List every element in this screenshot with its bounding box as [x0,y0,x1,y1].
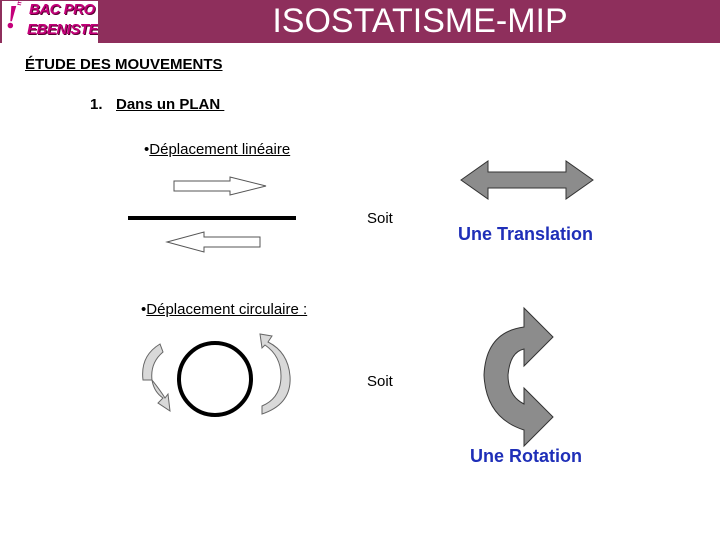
left-curved-arrow-icon [142,343,171,413]
double-arrow-icon [460,160,594,200]
logo-exclamation-mark: ! [5,1,19,36]
logo-line-1: BAC PRO [29,1,95,18]
logo-line-2: EBENISTE [27,21,98,38]
linear-movement-bullet: •Déplacement linéaire [144,141,290,158]
circular-movement-label: Déplacement circulaire : [146,301,308,318]
bac-pro-logo: ! menuiserie BAC PRO EBENISTE [2,1,98,43]
slide-title: ISOSTATISME-MIP [272,2,568,40]
circle-shape [177,341,253,417]
right-arrow-icon [173,176,267,196]
list-item-title: Dans un PLAN [116,96,225,113]
linear-movement-label: Déplacement linéaire [149,141,291,158]
bullet-mark: • [141,301,147,318]
title-bar [0,0,720,43]
rotation-arrow-icon [483,306,554,448]
bullet-mark: • [144,141,150,158]
circular-movement-bullet: •Déplacement circulaire : [141,301,307,318]
section-heading: ÉTUDE DES MOUVEMENTS [25,56,223,73]
left-arrow-icon [165,231,261,253]
soit-label-rotation: Soit [367,373,393,390]
rotation-result: Une Rotation [470,446,582,466]
right-curved-arrow-icon [259,333,291,415]
soit-label-translation: Soit [367,210,393,227]
translation-result: Une Translation [458,224,594,244]
list-number: 1. [90,96,103,113]
